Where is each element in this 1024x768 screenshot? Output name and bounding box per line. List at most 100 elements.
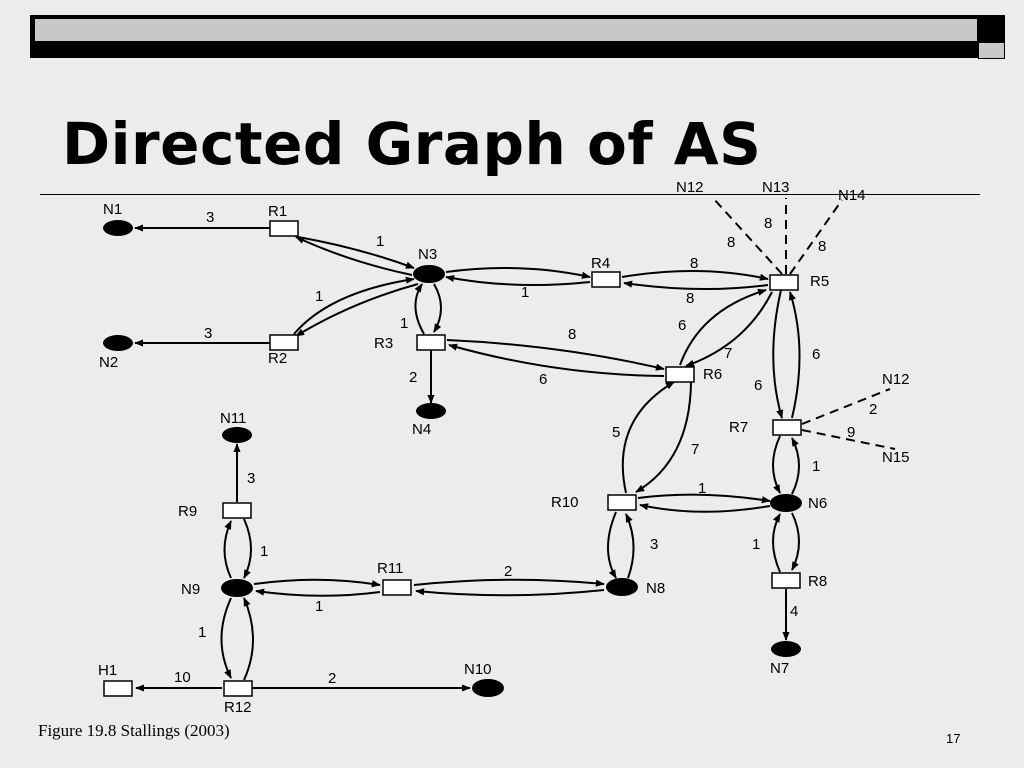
label-n12-right: N12: [882, 371, 910, 388]
node-labels: N1 N2 N3 N4 N6 N7 N8 N9 N10 N11 N12 N12 …: [98, 179, 910, 716]
cost-r6-r3: 6: [539, 371, 547, 388]
label-n7: N7: [770, 660, 789, 677]
edge-r6-r5: [679, 288, 767, 366]
network-n8: [606, 578, 638, 596]
edge-n8-r11: [415, 588, 605, 597]
top-banner-bar: [35, 19, 977, 41]
dashed-r5-n12: [712, 197, 783, 275]
network-n4: [416, 403, 446, 419]
cost-r4-r5: 8: [690, 255, 698, 272]
figure-caption: Figure 19.8 Stallings (2003): [38, 721, 230, 740]
router-r8: [771, 572, 801, 589]
top-banner-corner: [978, 42, 1005, 59]
cost-r12-n10: 2: [328, 670, 336, 687]
host-h1: [103, 680, 133, 697]
router-r6: [665, 366, 695, 383]
cost-r7-n6: 1: [812, 458, 820, 475]
router-r12: [223, 680, 253, 697]
cost-r11-n9: 1: [315, 598, 323, 615]
cost-r7-n12: 2: [869, 401, 877, 418]
edge-r10-n8: [607, 511, 617, 579]
router-r2: [269, 334, 299, 351]
label-n12-top: N12: [676, 179, 704, 196]
network-n7: [771, 641, 801, 657]
edge-r7-r5: [788, 291, 801, 419]
edge-r4-r5: [621, 269, 769, 281]
dashed-r7-n15: [801, 429, 896, 450]
edge-r11-n8: [413, 578, 605, 587]
label-r12: R12: [224, 699, 252, 716]
cost-r12-h1: 10: [174, 669, 191, 686]
edge-n3-r2: [295, 283, 419, 337]
edge-r7-n6: [772, 435, 781, 494]
edge-r2-n3: [293, 276, 415, 335]
cost-r3-r6: 8: [568, 326, 576, 343]
edge-r12-n9: [243, 597, 254, 681]
label-n2: N2: [99, 354, 118, 371]
cost-r3-n3: 1: [400, 315, 408, 332]
page-number: 17: [946, 731, 961, 746]
cost-r5-r7: 6: [754, 377, 762, 394]
cost-r3-n4: 2: [409, 369, 417, 386]
cost-r10-n6: 1: [698, 480, 706, 497]
cost-r1-n1: 3: [206, 209, 214, 226]
edge-n9-r9: [223, 520, 232, 579]
edge-r5-r4: [623, 280, 769, 291]
label-r10: R10: [551, 494, 579, 511]
cost-r2-n2: 3: [204, 325, 212, 342]
cost-r6-r5: 6: [678, 317, 686, 334]
router-r11: [382, 579, 412, 596]
routers: [103, 220, 802, 697]
cost-r4-n3: 1: [521, 284, 529, 301]
router-r4: [591, 271, 621, 288]
label-n15: N15: [882, 449, 910, 466]
network-n6: [770, 494, 802, 512]
edge-n6-r8: [791, 512, 800, 571]
label-r9: R9: [178, 503, 197, 520]
edge-r10-r6: [621, 381, 675, 494]
router-r3: [416, 334, 446, 351]
edge-r5-r7: [772, 289, 784, 419]
label-r1: R1: [268, 203, 287, 220]
label-r7: R7: [729, 419, 748, 436]
dashed-r7-n12: [801, 388, 891, 425]
external-links: [712, 197, 896, 450]
label-n11: N11: [220, 410, 246, 427]
label-r5: R5: [810, 273, 829, 290]
edge-n3-r3: [433, 283, 442, 333]
graph-edges: [134, 224, 801, 692]
router-r9: [222, 502, 252, 519]
label-r11: R11: [377, 560, 403, 577]
cost-r9-n9: 1: [260, 543, 268, 560]
edge-r5-r6: [685, 291, 773, 367]
network-n11: [222, 427, 252, 443]
label-h1: H1: [98, 662, 117, 679]
label-r4: R4: [591, 255, 610, 272]
page-title: Directed Graph of AS: [62, 110, 762, 178]
edge-r11-n9: [255, 588, 381, 597]
cost-r9-n11: 3: [247, 470, 255, 487]
edge-r6-r3: [448, 343, 665, 377]
label-r6: R6: [703, 366, 722, 383]
network-n9: [221, 579, 253, 597]
title-divider: [40, 194, 980, 195]
label-r2: R2: [268, 350, 287, 367]
router-r10: [607, 494, 637, 511]
network-n10: [472, 679, 504, 697]
edge-r1-n3: [297, 236, 415, 269]
cost-r6-r10: 7: [691, 441, 699, 458]
edge-r6-r10: [635, 381, 692, 493]
cost-r2-n3: 1: [315, 288, 323, 305]
label-n10: N10: [464, 661, 492, 678]
label-r3: R3: [374, 335, 393, 352]
edge-r9-n9: [243, 518, 252, 579]
label-n14: N14: [838, 187, 866, 204]
edge-n3-r4: [445, 267, 591, 279]
label-n1: N1: [103, 201, 122, 218]
cost-r10-r6: 5: [612, 424, 620, 441]
edge-r10-n6: [637, 493, 771, 504]
label-n4: N4: [412, 421, 431, 438]
label-n8: N8: [646, 580, 665, 597]
network-n2: [103, 335, 133, 351]
